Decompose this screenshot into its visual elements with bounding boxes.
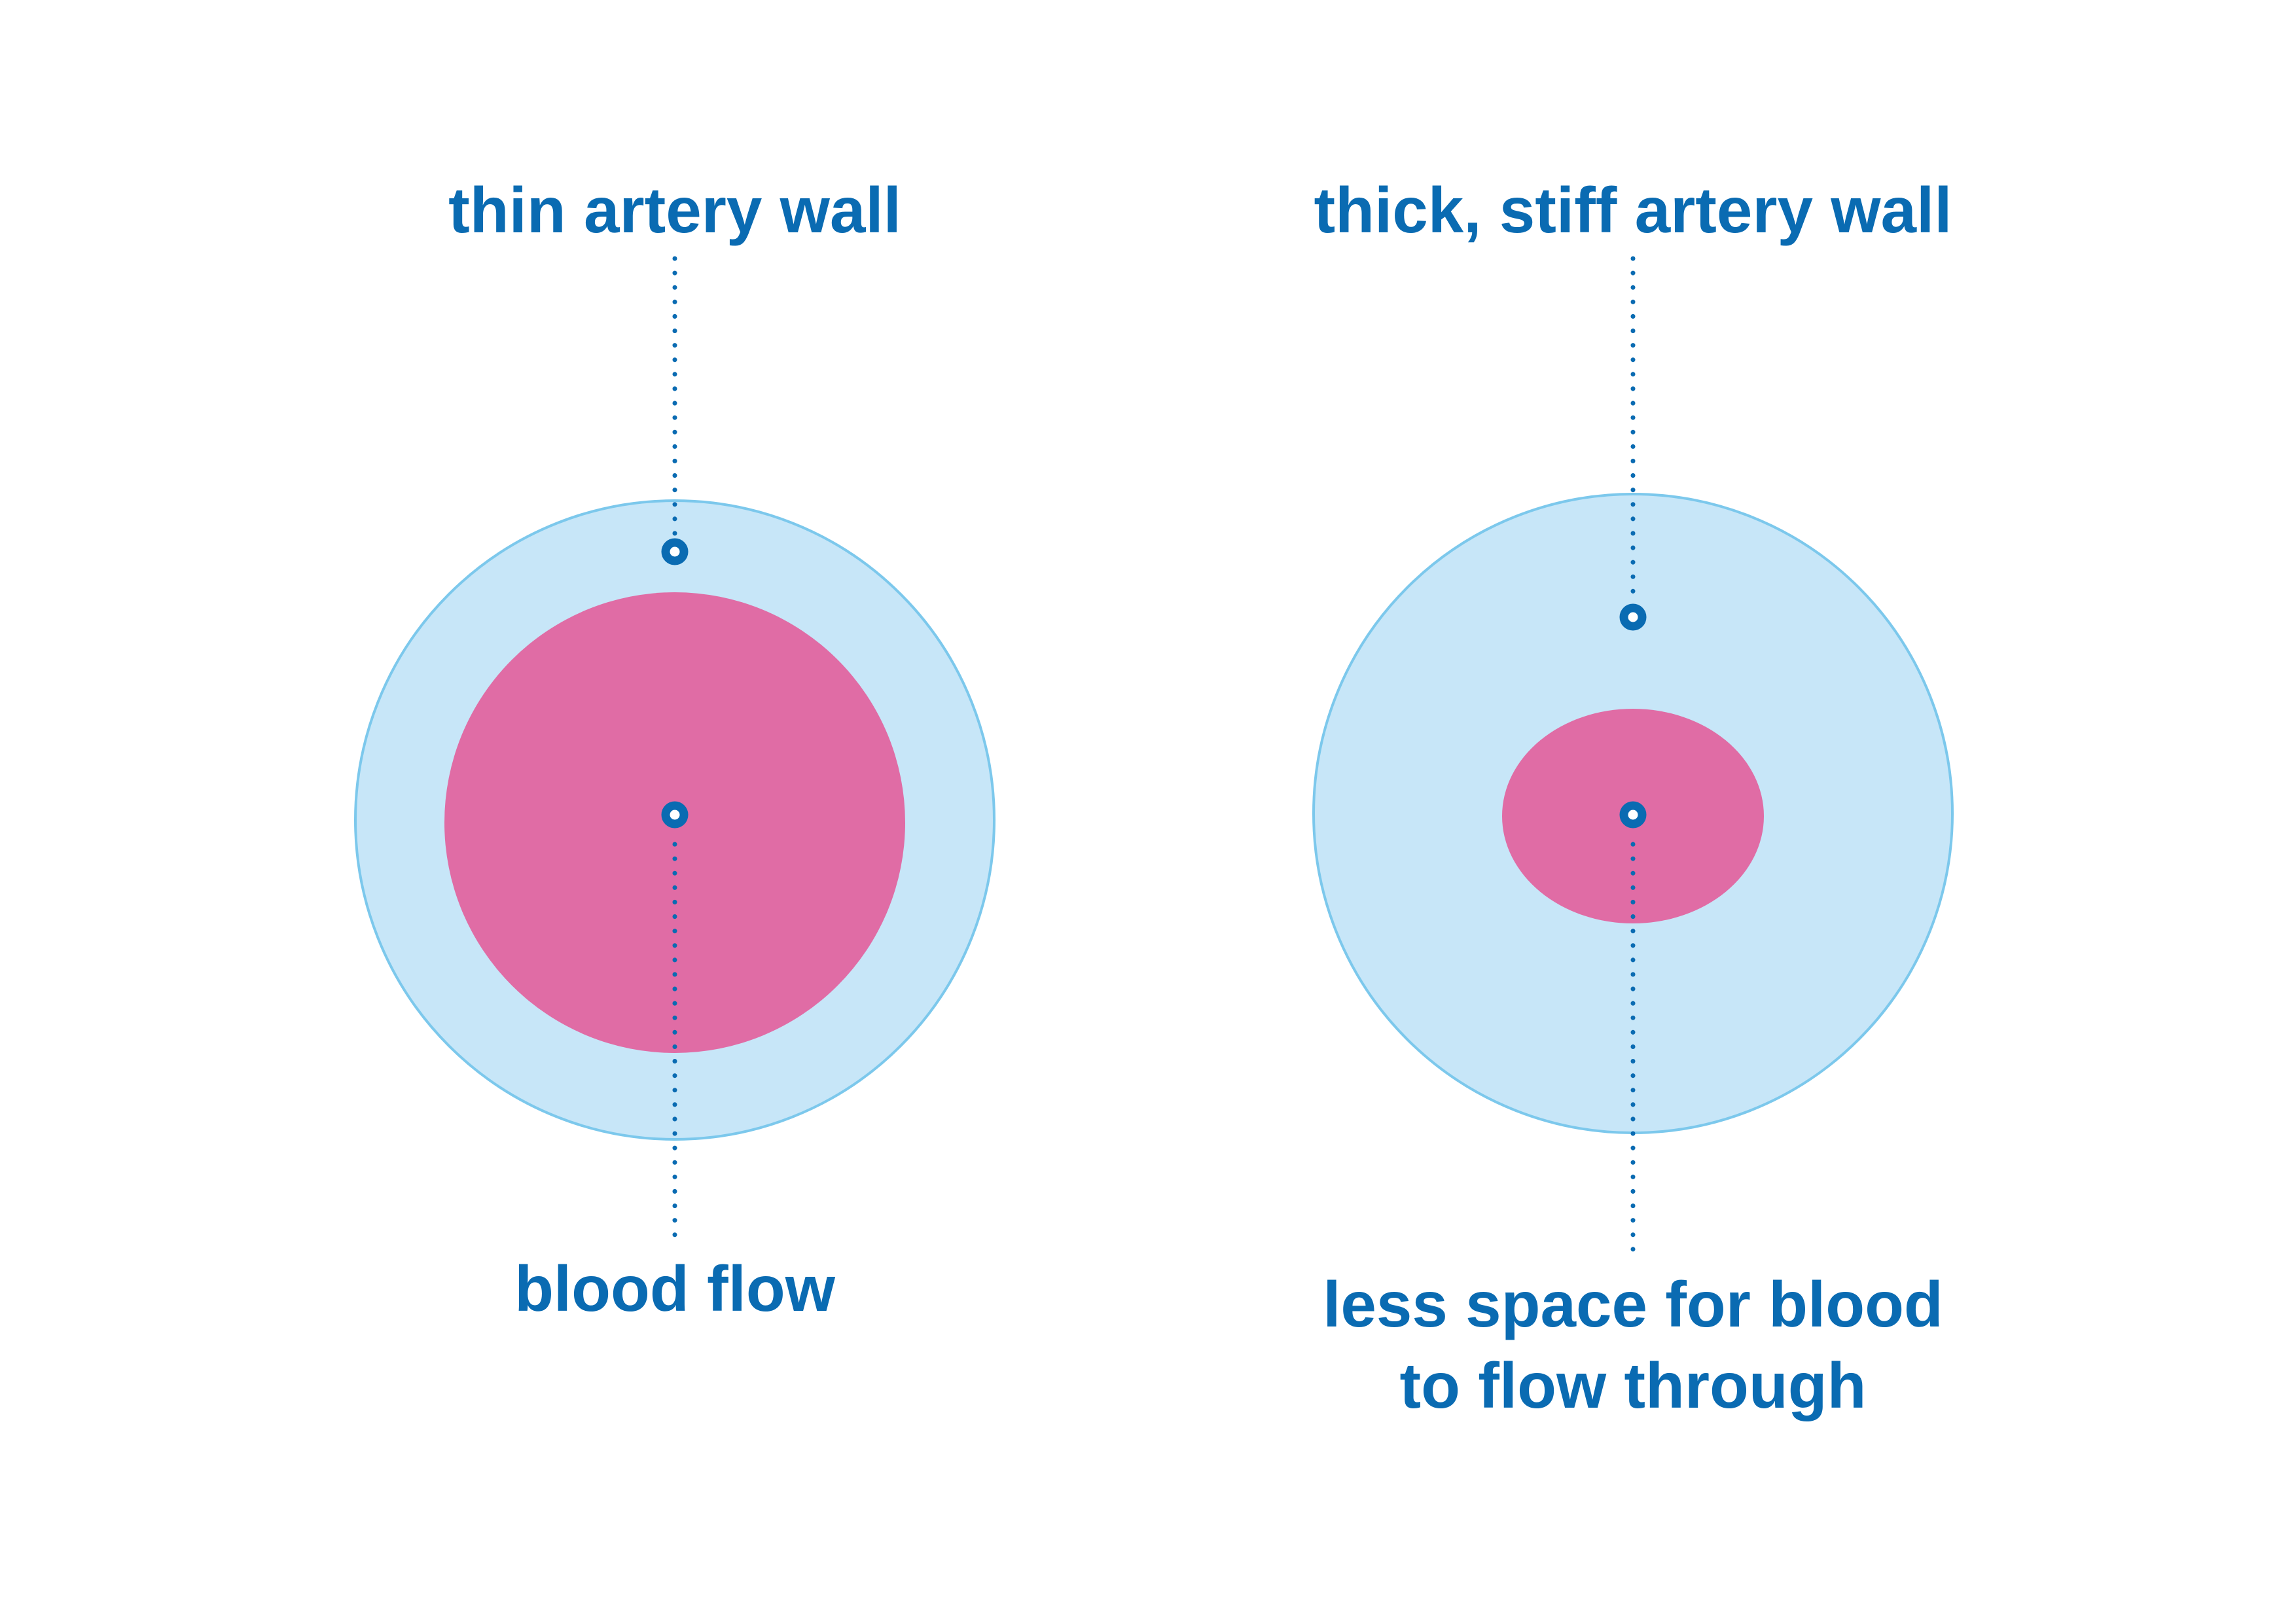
thick-wall-marker-dot [1619, 603, 1647, 631]
stiff-artery-group: thick, stiff artery wall less space for … [1312, 174, 1954, 1421]
thin-wall-marker-dot [661, 538, 689, 565]
blood-flow-label: blood flow [514, 1253, 836, 1325]
blood-flow-marker-dot [661, 801, 689, 829]
less-space-label-line-2: to flow through [1400, 1349, 1867, 1421]
thin-artery-wall-label: thin artery wall [448, 174, 901, 246]
healthy-artery-group: thin artery wall blood flow [354, 174, 996, 1325]
less-space-marker-dot [1619, 801, 1647, 829]
thick-stiff-artery-wall-label: thick, stiff artery wall [1314, 174, 1952, 246]
less-space-label-line-1: less space for blood [1323, 1268, 1943, 1340]
